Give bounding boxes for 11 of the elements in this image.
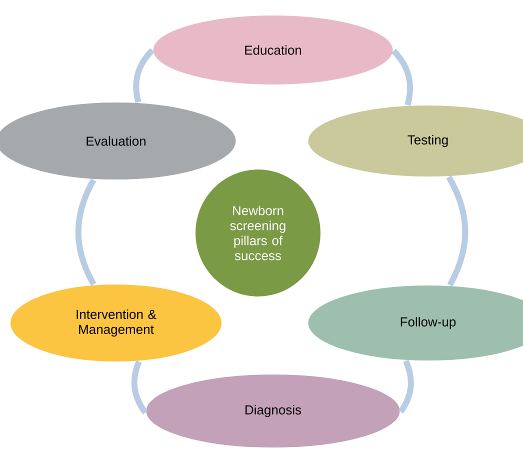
connector-arc [133,48,154,103]
ellipse-node: Testing [307,104,523,178]
ellipse-node: Intervention & Management [9,284,223,362]
connector-arc [131,360,148,414]
connector-arc [391,48,414,106]
ellipse-node: Follow-up [307,284,523,362]
connector-arc [446,176,468,287]
connector-arc [75,178,96,286]
connector-arc [398,360,414,414]
ellipse-node: Education [152,14,394,86]
ellipse-node: Diagnosis [145,374,401,448]
